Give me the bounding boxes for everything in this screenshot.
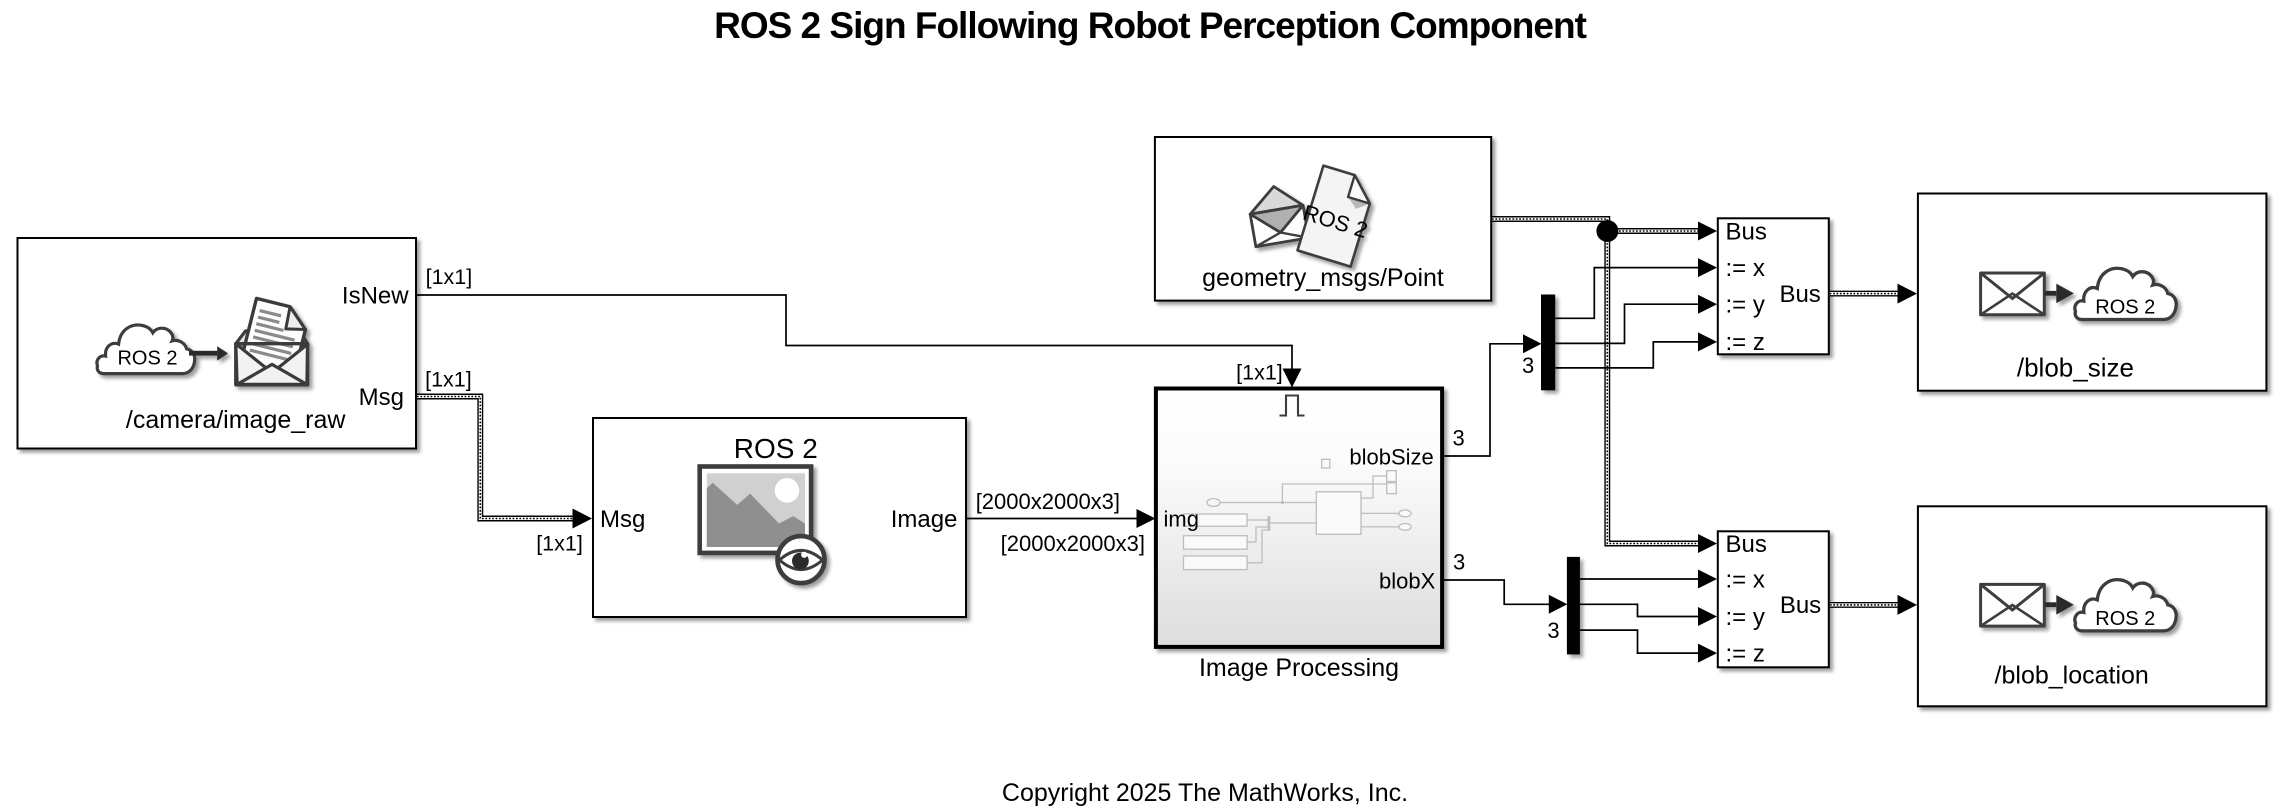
svg-text:[1x1]: [1x1]: [536, 531, 583, 555]
svg-text:Image: Image: [891, 506, 958, 533]
svg-text:3: 3: [1522, 353, 1534, 378]
svg-text:[1x1]: [1x1]: [1236, 361, 1283, 385]
svg-text:/blob_location: /blob_location: [1995, 661, 2149, 689]
svg-text:/camera/image_raw: /camera/image_raw: [126, 406, 346, 434]
svg-text:Msg: Msg: [600, 506, 645, 533]
svg-text::= x: := x: [1726, 255, 1765, 282]
svg-text::= y: := y: [1726, 292, 1765, 319]
svg-text:ROS 2 Sign Following Robot Per: ROS 2 Sign Following Robot Perception Co…: [714, 5, 1586, 46]
svg-text:ROS 2: ROS 2: [117, 348, 177, 370]
svg-text:[1x1]: [1x1]: [426, 265, 473, 289]
svg-text:3: 3: [1547, 618, 1559, 643]
svg-text:ROS 2: ROS 2: [734, 433, 818, 464]
svg-text:/blob_size: /blob_size: [2017, 352, 2134, 382]
svg-text::= z: := z: [1726, 640, 1765, 667]
svg-text:Bus: Bus: [1779, 281, 1820, 308]
svg-text::= z: := z: [1726, 329, 1765, 356]
svg-text:Bus: Bus: [1726, 218, 1767, 245]
svg-text:blobX: blobX: [1379, 569, 1436, 594]
svg-text:3: 3: [1453, 549, 1465, 574]
svg-text:[2000x2000x3]: [2000x2000x3]: [1001, 531, 1145, 556]
svg-text:geometry_msgs/Point: geometry_msgs/Point: [1202, 264, 1444, 292]
svg-text:3: 3: [1453, 425, 1465, 450]
svg-text:img: img: [1164, 507, 1199, 532]
svg-text:ROS 2: ROS 2: [2095, 297, 2155, 319]
svg-text:IsNew: IsNew: [342, 282, 409, 309]
svg-text:[2000x2000x3]: [2000x2000x3]: [976, 489, 1120, 514]
svg-text:Bus: Bus: [1780, 592, 1821, 619]
svg-text:blobSize: blobSize: [1349, 445, 1433, 470]
svg-text:Copyright 2025 The MathWorks,: Copyright 2025 The MathWorks, Inc.: [1002, 779, 1408, 807]
svg-text:Image Processing: Image Processing: [1199, 654, 1399, 682]
svg-text:Msg: Msg: [359, 384, 404, 411]
svg-text::= x: := x: [1726, 566, 1765, 593]
svg-text:ROS 2: ROS 2: [2095, 608, 2155, 630]
svg-text:Bus: Bus: [1726, 531, 1767, 558]
svg-text:[1x1]: [1x1]: [425, 367, 472, 391]
svg-text::= y: := y: [1726, 604, 1765, 631]
